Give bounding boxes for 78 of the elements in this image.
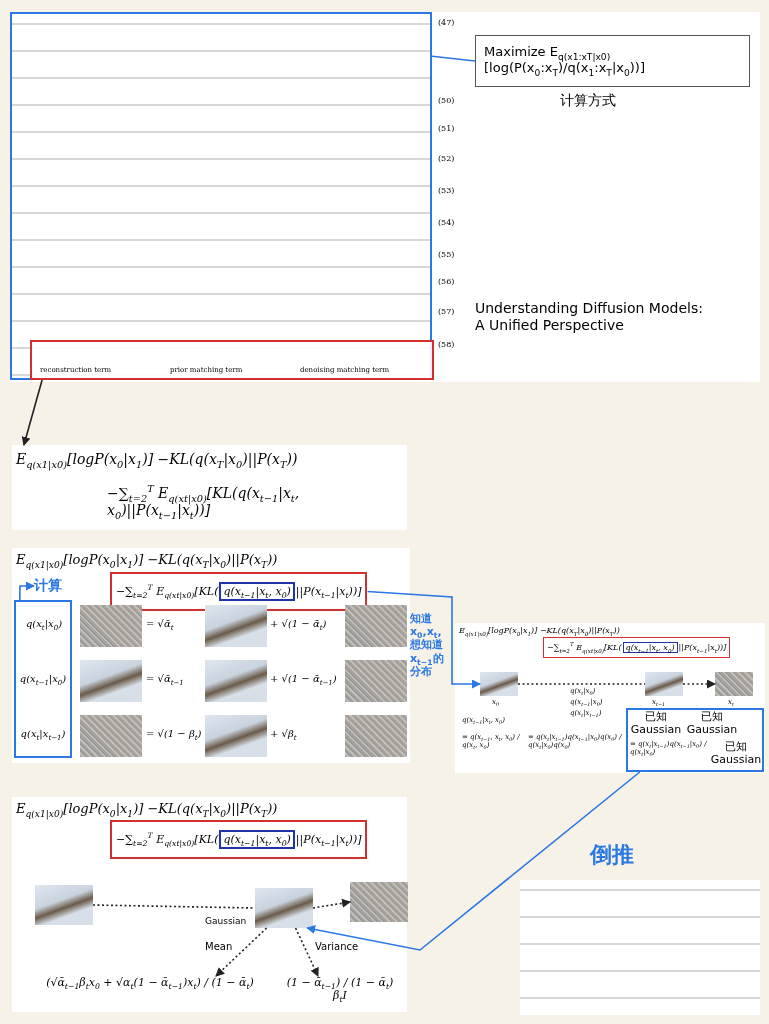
formula: −∑$_{t=2}$$^{T}$ E$_{q(xt|x0)}$[KL( bbox=[116, 833, 219, 846]
photo bbox=[205, 715, 267, 757]
formula: Maximize E$_{q(x1:xT|x0)}$[log(P(x$_{0}$:x$_{T}$)/q(x$_{1}$:x$_{T}$|x$_{0}$))] bbox=[484, 44, 646, 76]
node-label: 倒推 bbox=[590, 842, 635, 869]
formula-list-box bbox=[14, 600, 72, 758]
label-text: + √β$_{t}$ bbox=[270, 728, 298, 740]
connector-line bbox=[431, 55, 476, 62]
formula: 已知 Gaussian bbox=[629, 710, 683, 737]
formula: (√ᾱ$_{t−1}$β$_{t}$x$_{0}$ + √α$_{t}$(1 − ᾱ$_{t−1}$)x$_{t}$) / (1 − ᾱ$_{t}$) bbox=[40, 976, 260, 1010]
highlight-box bbox=[543, 637, 731, 658]
formula: ||P(x$_{t−1}$|x$_{t}$))] bbox=[295, 585, 362, 598]
label-text: = √(1 − β$_{t}$) bbox=[146, 728, 203, 740]
label-text: (51) bbox=[438, 124, 456, 134]
arrow bbox=[19, 581, 35, 601]
arrow bbox=[366, 590, 481, 689]
photo bbox=[645, 672, 683, 696]
formula: q(x$_{t}$|x$_{0}$) bbox=[24, 618, 64, 630]
derivation-image bbox=[520, 880, 760, 1015]
label-text: (52) bbox=[438, 154, 456, 164]
highlight-box: q(x$_{t−1}$|x$_{t}$, x$_{0}$) bbox=[219, 582, 295, 601]
formula: 已知 Gaussian bbox=[685, 710, 739, 737]
arrow bbox=[21, 379, 43, 446]
formula: −∑$_{t=2}$$^{T}$ E$_{q(xt|x0)}$[KL( bbox=[116, 585, 219, 598]
highlight-box bbox=[110, 820, 368, 859]
noise-image bbox=[345, 715, 407, 757]
highlight-box: q(x$_{t−1}$|x$_{t}$, x$_{0}$) bbox=[219, 830, 295, 849]
noise-image bbox=[345, 660, 407, 702]
formula: (1 − ᾱ$_{t−1}$) / (1 − ᾱ$_{t}$) β$_{t}$I bbox=[285, 976, 395, 1010]
photo bbox=[80, 715, 142, 757]
label-text: Understanding Diffusion Models: A Unified Perspective bbox=[475, 300, 704, 334]
label-text: (58) bbox=[438, 340, 456, 350]
node-label: Gaussian bbox=[205, 916, 248, 927]
label-text: (54) bbox=[438, 218, 456, 228]
formula: E$_{q(x1|x0)}$[logP(x$_{0}$|x$_{1}$)] −KL(q(x$_{T}$|x$_{0}$)||P(x$_{T}$)) bbox=[459, 626, 621, 636]
formula-box bbox=[475, 35, 750, 87]
label-text: = √ᾱ$_{t−1}$ bbox=[146, 673, 185, 685]
formula: ||P(x$_{t−1}$|x$_{t}$))] bbox=[678, 643, 727, 652]
photo bbox=[205, 660, 267, 702]
slide-panel bbox=[12, 797, 407, 1012]
edge-label: Mean bbox=[205, 941, 233, 953]
label-text: (53) bbox=[438, 186, 456, 196]
photo bbox=[80, 605, 142, 647]
arrow bbox=[306, 771, 641, 951]
node-label: 计算方式 bbox=[560, 92, 617, 109]
label-text: (47) bbox=[438, 18, 456, 28]
highlight-box bbox=[626, 708, 764, 772]
arrow bbox=[312, 898, 351, 909]
photo bbox=[205, 605, 267, 647]
photo bbox=[715, 672, 753, 696]
label-text: + √(1 − ᾱ$_{t}$) bbox=[270, 618, 328, 630]
formula: q(x$_{t}$|x$_{t−1}$) bbox=[19, 728, 67, 740]
arrow bbox=[215, 927, 268, 977]
photo bbox=[255, 888, 313, 928]
formula: 已知 Gaussian bbox=[710, 740, 762, 767]
photo bbox=[350, 882, 408, 922]
label-text: (56) bbox=[438, 277, 456, 287]
photo bbox=[480, 672, 518, 696]
noise-image bbox=[345, 605, 407, 647]
formula: ||P(x$_{t−1}$|x$_{t}$))] bbox=[295, 833, 362, 846]
label-text: (57) bbox=[438, 307, 456, 317]
highlight-box bbox=[30, 340, 434, 380]
label-text: (50) bbox=[438, 96, 456, 106]
connector-line bbox=[517, 683, 646, 685]
arrow bbox=[294, 927, 319, 977]
slide-panel bbox=[12, 445, 407, 530]
label-text: (55) bbox=[438, 250, 456, 260]
handwritten-note: 计算 bbox=[34, 577, 62, 595]
formula: q(x$_{t−1}$|x$_{0}$) bbox=[18, 673, 68, 685]
edge-label: Variance bbox=[315, 941, 359, 953]
formula: −∑$_{t=2}$$^{T}$ E$_{q(xt|x0)}$[KL(q(x$_{t−1}$|x$_{t}$, x$_{0}$)||P(x$_{t−1}$|x$_{t}$))] bbox=[107, 485, 301, 519]
arrow bbox=[682, 679, 716, 689]
slide-panel bbox=[12, 548, 410, 763]
photo bbox=[80, 660, 142, 702]
label-text: + √(1 − ᾱ$_{t−1}$) bbox=[270, 673, 338, 685]
slide-panel bbox=[455, 623, 765, 773]
derivation-image bbox=[10, 12, 432, 380]
label-text: = √ᾱ$_{t}$ bbox=[146, 618, 175, 630]
photo bbox=[35, 885, 93, 925]
